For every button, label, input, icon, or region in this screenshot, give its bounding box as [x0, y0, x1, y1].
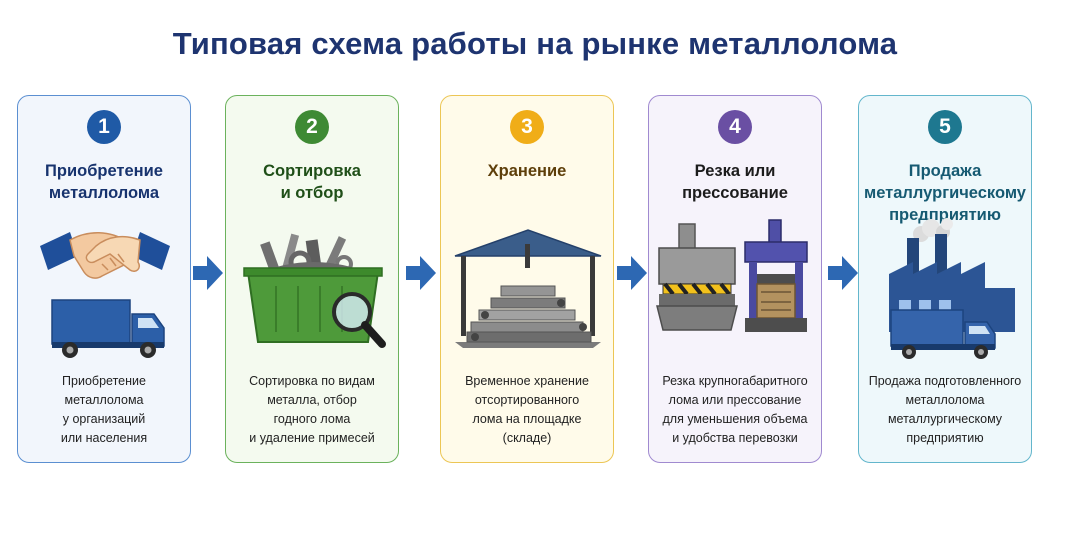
- arrow-right-icon: [193, 256, 223, 290]
- arrow-right-icon: [828, 256, 858, 290]
- step-description: Продажа подготовленного металлолома мета…: [868, 374, 1022, 445]
- step-number-badge: 4: [718, 110, 752, 144]
- hydraulic-press-icon: [744, 219, 808, 332]
- shear-machine-icon: [656, 223, 738, 331]
- step-heading: Приобретение металлолома: [45, 162, 163, 202]
- step-card-storage: 3 Хранение Временное хранение отсортиров…: [440, 95, 614, 463]
- truck-icon: [890, 309, 996, 359]
- step-number-badge: 1: [87, 110, 121, 144]
- step-heading: Резка или прессование: [682, 162, 788, 202]
- page-title: Типовая схема работы на рынке металлолом…: [172, 26, 898, 61]
- step-description: Резка крупногабаритного лома или прессов…: [662, 374, 808, 445]
- arrow-right-icon: [406, 256, 436, 290]
- step-description: Приобретение металлолома у организаций и…: [60, 374, 148, 445]
- step-card-acquisition: 1 Приобретение металлолома Приобретение …: [17, 95, 191, 463]
- metal-pipes-icon: [455, 285, 601, 348]
- step-card-cutting-pressing: 4 Резка или прессование Резка крупногаба…: [648, 95, 822, 463]
- step-card-sorting: 2 Сортировка и отбор Сортировка по видам…: [225, 95, 399, 463]
- step-card-sale: 5 Продажа металлургическому предприятию …: [858, 95, 1032, 463]
- sorting-container-illustration: [243, 233, 386, 348]
- step-number-badge: 3: [510, 110, 544, 144]
- step-description: Временное хранение отсортированного лома…: [465, 374, 589, 445]
- canopy-icon: [454, 229, 602, 336]
- step-description: Сортировка по видам металла, отбор годно…: [249, 374, 375, 445]
- handshake-truck-illustration: [40, 232, 170, 358]
- step-number-badge: 2: [295, 110, 329, 144]
- step-heading: Хранение: [487, 162, 567, 180]
- factory-truck-illustration: [889, 218, 1015, 359]
- truck-icon: [51, 299, 165, 358]
- handshake-icon: [40, 232, 170, 279]
- cutting-press-illustration: [656, 219, 808, 332]
- storage-shed-illustration: [454, 229, 602, 348]
- step-heading: Продажа металлургическому предприятию: [863, 162, 1026, 224]
- magnifier-icon: [332, 292, 386, 348]
- arrow-right-icon: [617, 256, 647, 290]
- step-heading: Сортировка и отбор: [263, 162, 361, 202]
- step-number-badge: 5: [928, 110, 962, 144]
